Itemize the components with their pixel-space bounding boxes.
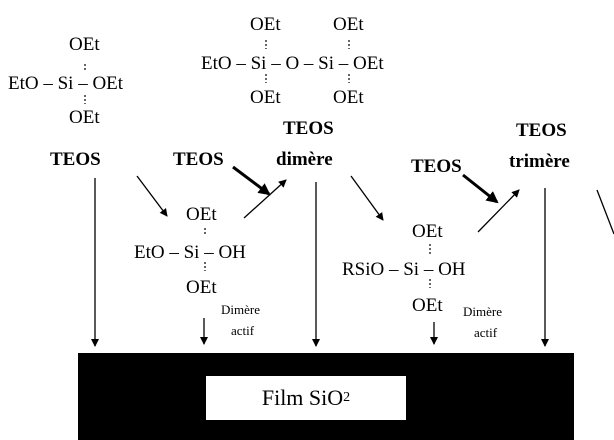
arrow-dimere-to-active-trimer (350, 175, 384, 221)
teos-monomer-label: TEOS (50, 149, 101, 170)
active-trimer-formula-row: RSiO – Si – OH (342, 259, 466, 280)
dimer-top-right-oet: OEt (333, 14, 364, 35)
dimer-bottom-right-oet: OEt (333, 87, 364, 108)
active-dimer-note-line1: Dimère (221, 302, 260, 317)
teos-dimere-label-line1: TEOS (283, 118, 334, 139)
active-dimer-formula-row: EtO – Si – OH (134, 242, 246, 263)
teos-trimere-label-line2: trimère (509, 151, 570, 172)
active-trimer-top-oet: OEt (412, 221, 443, 242)
active-dimer-bottom-oet: OEt (186, 277, 217, 298)
teos-trimere-label-line1: TEOS (516, 120, 567, 141)
dimer-formula-row: EtO – Si – O – Si – OEt (201, 53, 384, 74)
arrow-teos-addition-1 (232, 165, 271, 196)
arrow-teos-to-active-dimer (136, 175, 168, 217)
active-trimer-note-line2: actif (474, 325, 498, 340)
film-label-text: Film SiO (261, 385, 344, 410)
teos-dimere-label-line2: dimère (276, 149, 333, 170)
teos-added-label-2: TEOS (411, 156, 462, 177)
dimer-top-left-oet: OEt (250, 14, 281, 35)
monomer-bottom-oet: OEt (69, 107, 100, 128)
arrow-active-dimer-to-dimere (243, 179, 287, 219)
active-trimer-bottom-oet: OEt (412, 295, 443, 316)
active-dimer-note-line2: actif (231, 323, 255, 338)
teos-added-label-1: TEOS (173, 149, 224, 170)
monomer-formula-row: EtO – Si – OEt (8, 73, 124, 94)
dimer-bottom-left-oet: OEt (250, 87, 281, 108)
monomer-top-oet: OEt (69, 34, 100, 55)
active-dimer-top-oet: OEt (186, 204, 217, 225)
arrow-trimere-onward (596, 189, 614, 235)
arrow-active-trimer-to-trimere (477, 189, 520, 233)
active-trimer-note-line1: Dimère (463, 304, 502, 319)
arrow-teos-addition-2 (462, 173, 499, 204)
